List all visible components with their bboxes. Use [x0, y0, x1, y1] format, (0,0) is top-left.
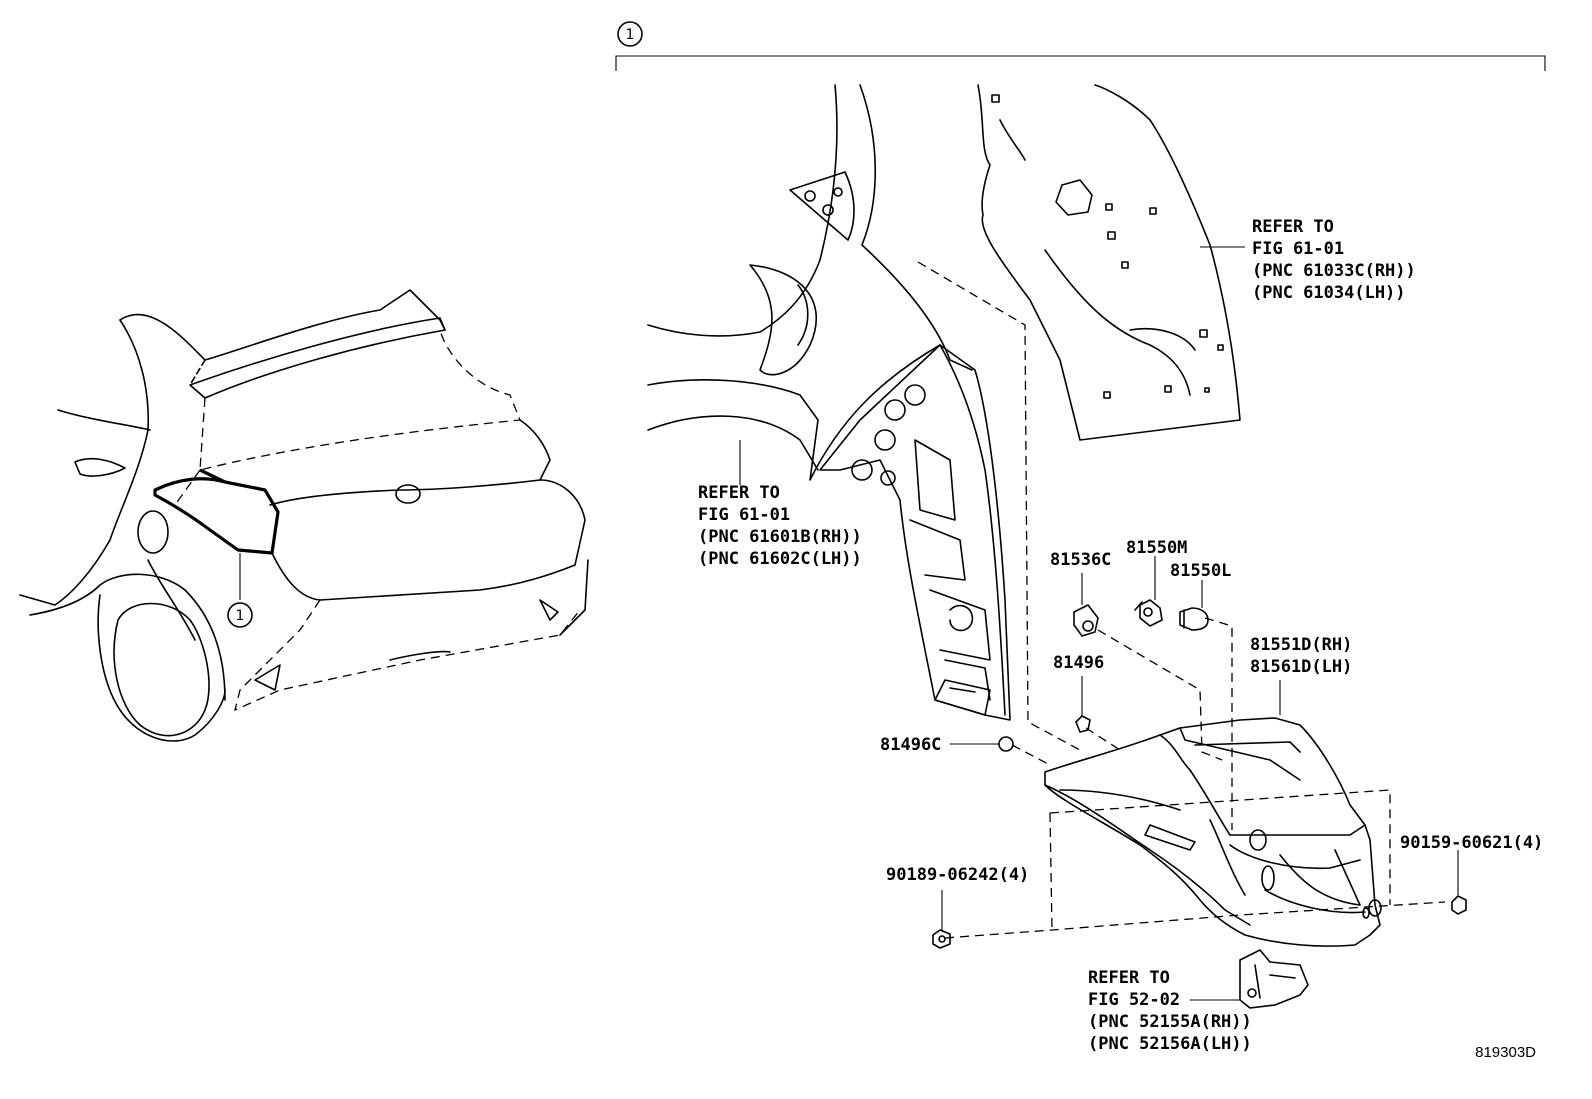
diagram-code: 819303D — [1475, 1044, 1536, 1061]
part-number-81550m: 81550M — [1126, 538, 1187, 558]
refer-quarter-line4: (PNC 61034(LH)) — [1252, 283, 1406, 303]
screw-90159 — [1451, 850, 1467, 915]
refer-bracket-line2: FIG 52-02 — [1088, 990, 1180, 1010]
part-number-81561d-lh: 81561D(LH) — [1250, 657, 1352, 677]
lamp-bracket — [1190, 949, 1309, 1009]
clip-81496 — [1075, 676, 1091, 733]
screw-90189 — [932, 890, 951, 949]
bulb-81550l — [1179, 580, 1209, 631]
part-number-81496: 81496 — [1053, 653, 1104, 673]
refer-panel-line3: (PNC 61601B(RH)) — [698, 527, 862, 547]
part-number-81550l: 81550L — [1170, 561, 1231, 581]
assembly-bracket: 1 — [615, 21, 1546, 71]
clip-81496c — [950, 736, 1014, 752]
socket-81536c — [1073, 573, 1099, 637]
part-number-81496c: 81496C — [880, 735, 941, 755]
refer-panel-line4: (PNC 61602C(LH)) — [698, 549, 862, 569]
callout-marker-1: 1 — [236, 608, 245, 624]
vehicle-overview: 1 — [19, 289, 589, 742]
refer-panel-line2: FIG 61-01 — [698, 505, 790, 525]
inner-quarter-panel — [977, 84, 1245, 441]
refer-bracket-line3: (PNC 52155A(RH)) — [1088, 1012, 1252, 1032]
refer-quarter-line2: FIG 61-01 — [1252, 239, 1344, 259]
refer-panel-label: REFER TO FIG 61-01 (PNC 61601B(RH)) (PNC… — [698, 483, 862, 569]
quarter-panel — [647, 84, 1011, 721]
socket-81550m — [1134, 556, 1163, 627]
refer-quarter-line1: REFER TO — [1252, 217, 1334, 237]
assembly-marker-1: 1 — [626, 27, 635, 43]
part-number-81551d-rh: 81551D(RH) — [1250, 635, 1352, 655]
part-number-90159-60621: 90159-60621(4) — [1400, 833, 1543, 853]
refer-quarter-line3: (PNC 61033C(RH)) — [1252, 261, 1416, 281]
refer-bracket-line1: REFER TO — [1088, 968, 1170, 988]
refer-bracket-line4: (PNC 52156A(LH)) — [1088, 1034, 1252, 1054]
part-number-81536c: 81536C — [1050, 550, 1111, 570]
refer-bracket-label: REFER TO FIG 52-02 (PNC 52155A(RH)) (PNC… — [1088, 968, 1252, 1054]
refer-quarter-label: REFER TO FIG 61-01 (PNC 61033C(RH)) (PNC… — [1252, 217, 1416, 303]
rear-combination-lamp — [1044, 680, 1382, 947]
refer-panel-line1: REFER TO — [698, 483, 780, 503]
part-number-90189-06242: 90189-06242(4) — [886, 865, 1029, 885]
